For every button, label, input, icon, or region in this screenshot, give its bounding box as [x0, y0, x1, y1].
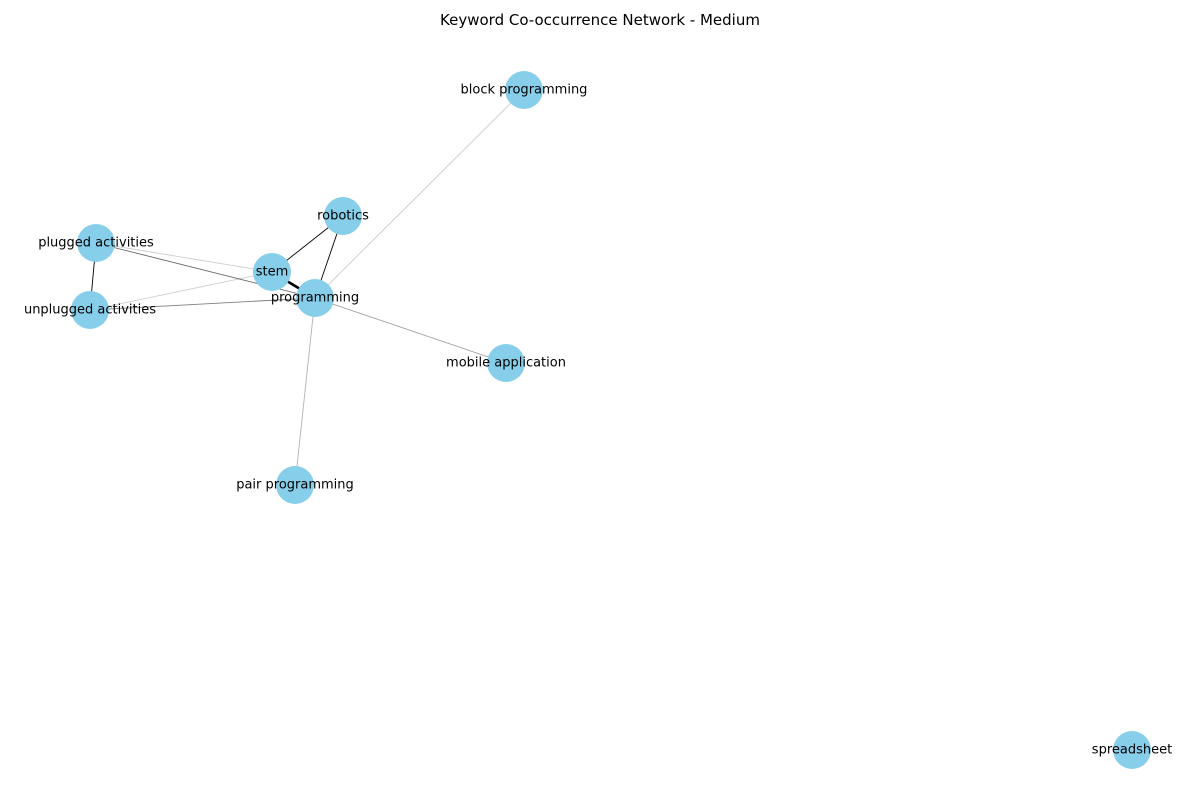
- edge-programming-pair-programming: [294, 297, 316, 486]
- node-label-mobile-application: mobile application: [446, 356, 566, 371]
- node-label-pair-programming: pair programming: [236, 478, 354, 493]
- edge-unplugged-activities-stem: [89, 271, 273, 311]
- node-unplugged-activities: [71, 291, 109, 329]
- edge-plugged-activities-stem: [95, 242, 273, 273]
- nodes-layer: [71, 71, 1151, 769]
- node-label-block-programming: block programming: [461, 83, 588, 98]
- edge-programming-mobile-application: [314, 297, 507, 364]
- node-label-plugged-activities: plugged activities: [38, 236, 154, 251]
- edge-unplugged-activities-programming: [89, 297, 316, 311]
- node-label-unplugged-activities: unplugged activities: [24, 303, 156, 318]
- node-label-spreadsheet: spreadsheet: [1092, 743, 1172, 758]
- labels-layer: block programming robotics plugged activit…: [24, 83, 1172, 758]
- node-label-programming: programming: [271, 291, 359, 306]
- diagram-title: Keyword Co-occurrence Network - Medium: [440, 11, 760, 29]
- node-stem: [253, 253, 291, 291]
- node-block-programming: [505, 71, 543, 109]
- node-plugged-activities: [77, 224, 115, 262]
- node-programming: [296, 279, 334, 317]
- edge-programming-block-programming: [314, 89, 525, 299]
- node-spreadsheet: [1113, 731, 1151, 769]
- node-label-stem: stem: [256, 265, 289, 280]
- node-label-robotics: robotics: [317, 209, 369, 224]
- node-robotics: [324, 197, 362, 235]
- node-mobile-application: [487, 344, 525, 382]
- node-pair-programming: [276, 466, 314, 504]
